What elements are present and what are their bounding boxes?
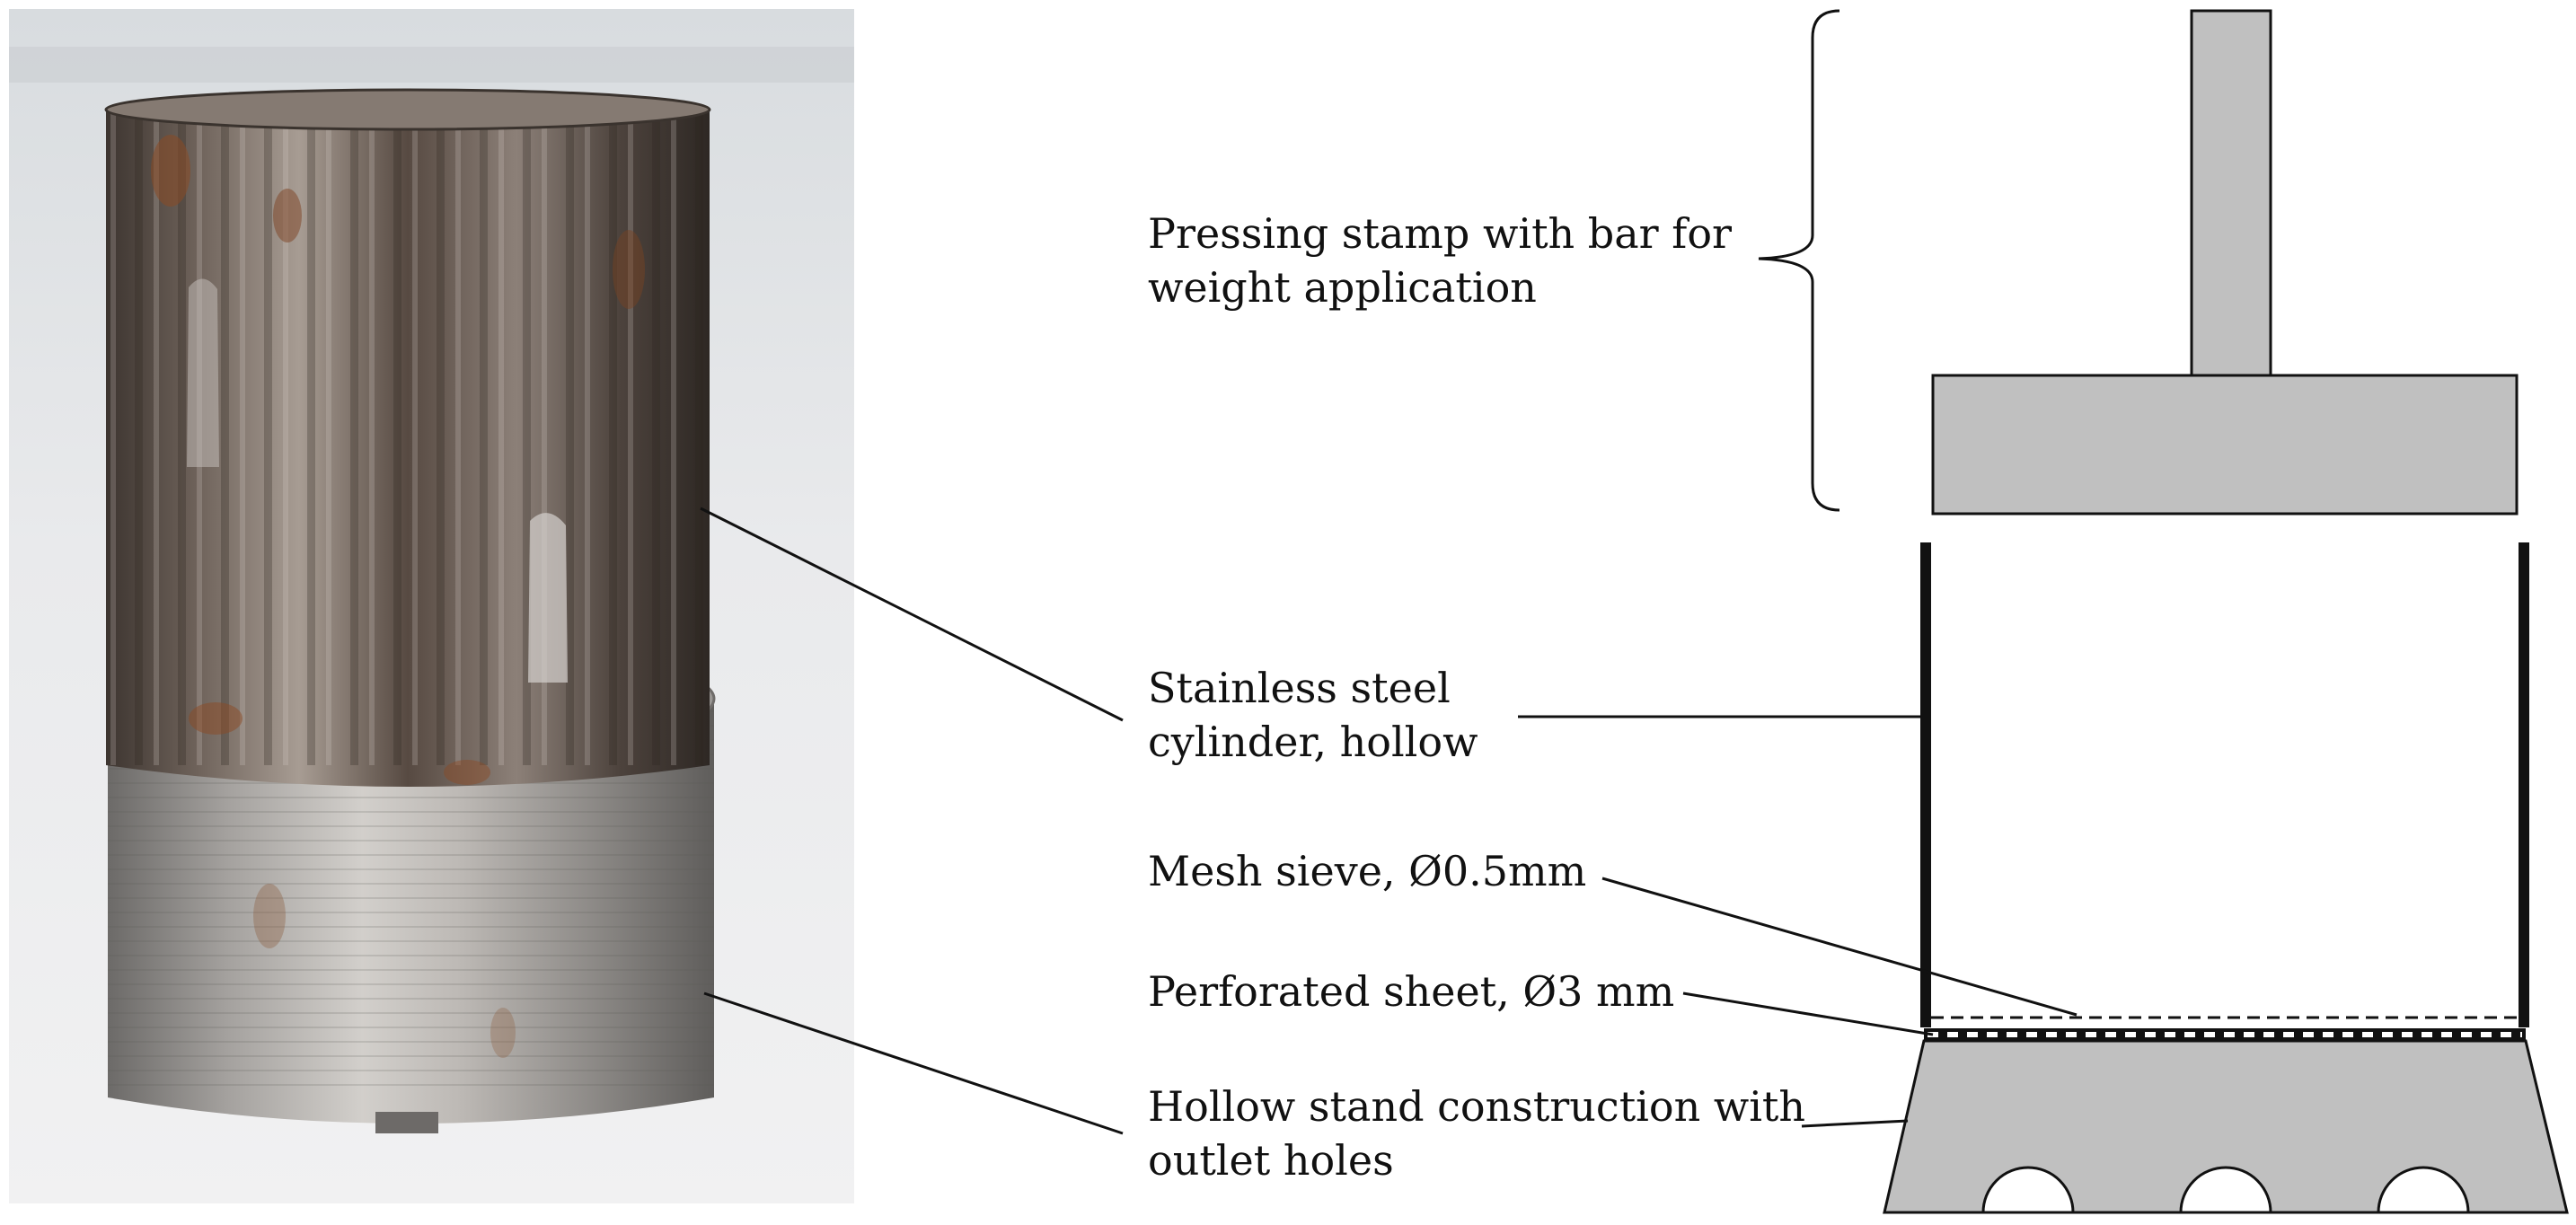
leader-mesh-sieve <box>1601 877 2078 1017</box>
photo-shelf <box>9 47 854 83</box>
stamp-plate <box>1931 374 2519 516</box>
cylinder-walls <box>1920 542 2529 1027</box>
photo-cylinder <box>104 88 711 787</box>
label-hollow-stand: Hollow stand construction with outlet ho… <box>1148 1082 1806 1185</box>
cylinder-wall-left <box>1920 542 1931 1027</box>
label-mesh-sieve: Mesh sieve, Ø0.5mm <box>1148 847 1587 895</box>
stamp-bracket <box>1758 9 1840 512</box>
leader-hollow-stand <box>1801 1119 1909 1128</box>
stamp-bar <box>2190 9 2272 377</box>
hollow-stand <box>1883 1039 2569 1214</box>
label-pressing-stamp: Pressing stamp with bar for weight appli… <box>1148 209 1732 312</box>
label-cylinder: Stainless steel cylinder, hollow <box>1148 664 1478 766</box>
cylinder-wall-right <box>2519 542 2529 1027</box>
pressing-stamp <box>1931 9 2519 516</box>
leader-photo-cylinder <box>700 507 1124 722</box>
leader-photo-stand <box>703 991 1124 1135</box>
label-perforated-sheet: Perforated sheet, Ø3 mm <box>1148 967 1675 1016</box>
outlet-hole <box>2377 1166 2470 1214</box>
photograph <box>9 9 854 1203</box>
outlet-hole <box>2179 1166 2272 1214</box>
outlet-hole <box>1981 1166 2075 1214</box>
leader-perforated-sheet <box>1682 991 1934 1036</box>
perforated-sheet <box>1924 1028 2526 1041</box>
